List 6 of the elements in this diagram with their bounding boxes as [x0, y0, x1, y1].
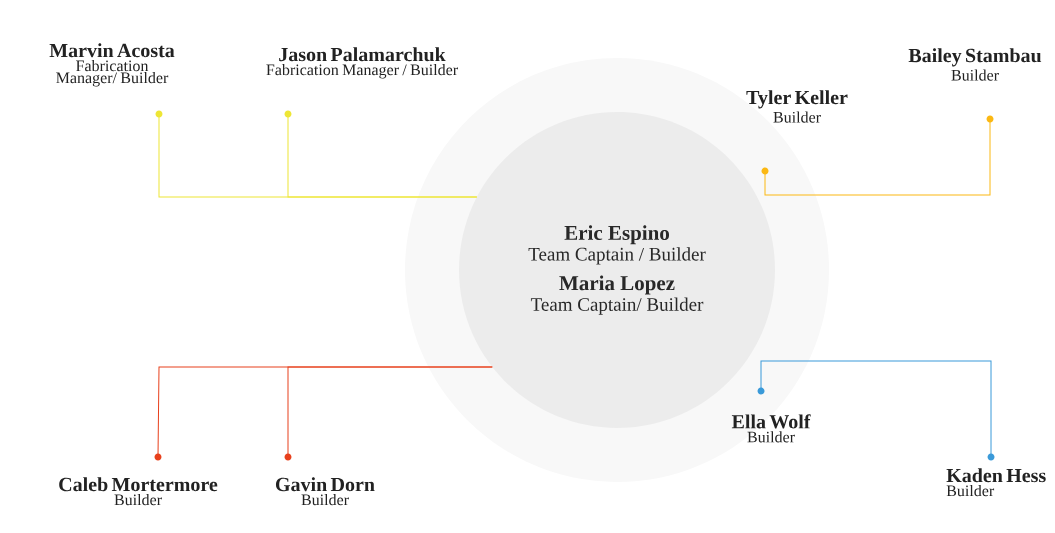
person-label: Jason Palamarchuk Fabrication Manager / Builder	[266, 47, 458, 79]
person-label: Marvin Acosta Fabrication Manager/ Builder	[49, 43, 175, 87]
person-label: Caleb Mortermore Builder	[59, 477, 218, 506]
person-label: Bailey Stambau Builder	[908, 48, 1042, 81]
person-label: Gavin Dorn Builder	[275, 477, 375, 506]
person-label: Kaden Hess Builder	[946, 468, 1046, 497]
